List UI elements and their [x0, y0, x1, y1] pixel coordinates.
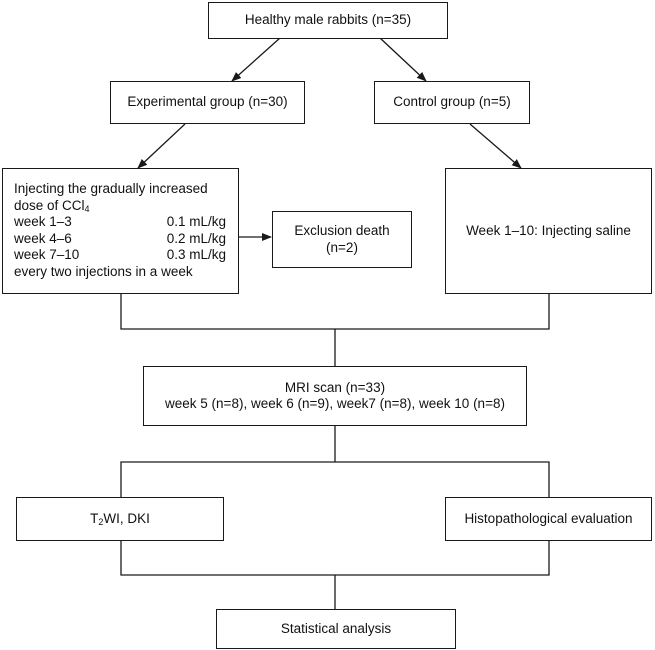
t2wi-subscript: 2	[98, 516, 104, 527]
mri-line-2: week 5 (n=8), week 6 (n=9), week7 (n=8),…	[165, 396, 505, 411]
dose-row: week 1–3 0.1 mL/kg	[14, 214, 226, 231]
join-connector	[120, 541, 550, 576]
dose-row-value: 0.3 mL/kg	[166, 247, 226, 262]
node-mri-scan: MRI scan (n=33) week 5 (n=8), week 6 (n=…	[143, 366, 527, 426]
t2wi-suffix: WI, DKI	[103, 510, 150, 526]
mri-line-1: MRI scan (n=33)	[284, 379, 386, 395]
protocol-line-last: every two injections in a week	[14, 263, 193, 279]
dose-row-week: week 1–3	[14, 214, 72, 229]
dose-row: week 4–6 0.2 mL/kg	[14, 231, 226, 248]
protocol-line-2-subscript: 4	[84, 203, 90, 214]
node-saline-injection-text: Week 1–10: Injecting saline	[466, 222, 631, 238]
node-experimental-group: Experimental group (n=30)	[110, 81, 305, 124]
node-histopathological-evaluation-text: Histopathological evaluation	[464, 510, 633, 526]
merge-connector	[120, 294, 550, 330]
split-connector	[120, 461, 550, 497]
node-healthy-rabbits-text: Healthy male rabbits (n=35)	[244, 12, 412, 28]
node-t2wi-dki-text: T2WI, DKI	[90, 511, 150, 528]
arrow-start-to-experimental	[231, 37, 281, 82]
node-statistical-analysis-text: Statistical analysis	[280, 620, 392, 636]
protocol-line-1: Injecting the gradually increased	[14, 181, 208, 196]
protocol-line-2-text: dose of CCl	[14, 197, 85, 213]
node-control-group-text: Control group (n=5)	[393, 94, 511, 110]
dose-row: week 7–10 0.3 mL/kg	[14, 247, 226, 264]
dose-row-week: week 4–6	[14, 230, 72, 246]
node-ccl4-protocol: Injecting the gradually increased dose o…	[2, 168, 239, 294]
arrow-experimental-to-protocol	[137, 123, 186, 169]
node-control-group: Control group (n=5)	[374, 81, 530, 124]
node-healthy-rabbits: Healthy male rabbits (n=35)	[208, 2, 448, 39]
dose-row-week: week 7–10	[14, 247, 80, 262]
dose-row-value: 0.2 mL/kg	[166, 230, 226, 246]
arrow-start-to-control	[379, 37, 427, 82]
node-saline-injection: Week 1–10: Injecting saline	[445, 168, 652, 294]
node-histopathological-evaluation: Histopathological evaluation	[445, 497, 652, 541]
protocol-line-2: dose of CCl4	[14, 198, 226, 215]
exclusion-line-2: (n=2)	[326, 239, 358, 255]
dose-row-value: 0.1 mL/kg	[166, 214, 226, 229]
node-t2wi-dki: T2WI, DKI	[16, 497, 224, 541]
node-statistical-analysis: Statistical analysis	[216, 609, 456, 649]
exclusion-line-1: Exclusion death	[294, 223, 390, 238]
t2wi-prefix: T	[90, 510, 99, 526]
node-exclusion-death: Exclusion death (n=2)	[272, 211, 412, 268]
node-experimental-group-text: Experimental group (n=30)	[127, 94, 288, 110]
arrow-control-to-saline	[469, 123, 522, 169]
